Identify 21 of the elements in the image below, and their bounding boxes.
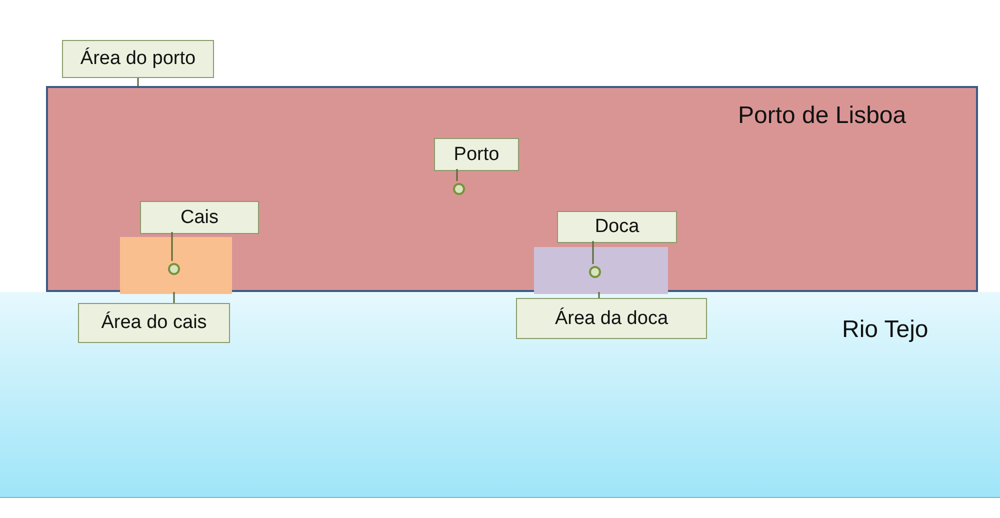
- leader-line: [592, 241, 594, 264]
- leader-line: [598, 292, 600, 298]
- callout: Área do cais: [78, 303, 230, 343]
- leader-line: [173, 292, 175, 303]
- leader-line: [171, 232, 173, 261]
- callout: Área do porto: [62, 40, 214, 78]
- callout: Cais: [140, 201, 259, 234]
- leader-line: [456, 169, 458, 181]
- leader-line: [137, 78, 139, 86]
- location-marker: [168, 263, 180, 275]
- port-area: [46, 86, 978, 292]
- area-title: Porto de Lisboa: [738, 102, 906, 130]
- location-marker: [453, 183, 465, 195]
- quay-area: [120, 237, 232, 294]
- callout: Área da doca: [516, 298, 707, 339]
- callout: Doca: [557, 211, 677, 243]
- dock-area: [534, 247, 668, 294]
- river-area: [0, 292, 1000, 498]
- river-name: Rio Tejo: [842, 316, 928, 344]
- callout: Porto: [434, 138, 519, 171]
- location-marker: [589, 266, 601, 278]
